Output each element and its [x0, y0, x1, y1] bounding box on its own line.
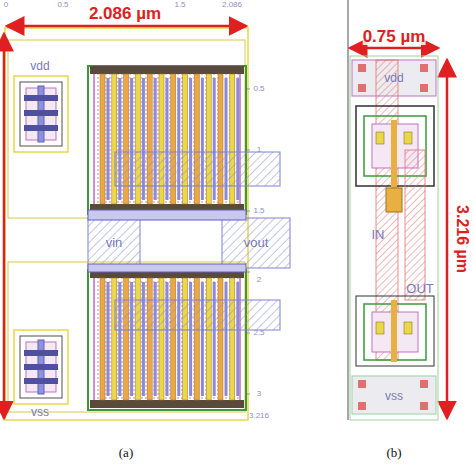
ruler-mark: 3	[257, 390, 261, 398]
ruler-mark: 0	[4, 1, 8, 9]
pin-name: vout	[244, 236, 269, 249]
dimension-label: 0.75 µm	[363, 28, 426, 45]
ruler-mark: 1	[257, 146, 261, 154]
dimension-label: 3.216 µm	[454, 205, 470, 273]
ruler-mark: 2.5	[253, 329, 264, 337]
ruler-mark: 2	[257, 276, 261, 284]
pin-name: vss	[31, 406, 49, 418]
panel-label: (a)	[119, 446, 133, 459]
pin-name: vin	[106, 236, 123, 249]
pin-name: vdd	[384, 72, 403, 84]
pin-name: IN	[372, 228, 385, 241]
pin-name: vss	[385, 390, 403, 402]
ruler-mark: 1.5	[174, 1, 185, 9]
ruler-mark: 2.086	[222, 1, 242, 9]
ruler-mark: 1.5	[253, 207, 264, 215]
panel-label: (b)	[386, 446, 401, 459]
dimension-label: 2.086 µm	[89, 5, 161, 22]
ruler-mark: 3.216	[249, 412, 269, 420]
ruler-mark: 0.5	[253, 85, 264, 93]
pin-name: OUT	[406, 282, 433, 295]
pin-name: vdd	[30, 60, 49, 72]
ruler-mark: 0.5	[57, 1, 68, 9]
